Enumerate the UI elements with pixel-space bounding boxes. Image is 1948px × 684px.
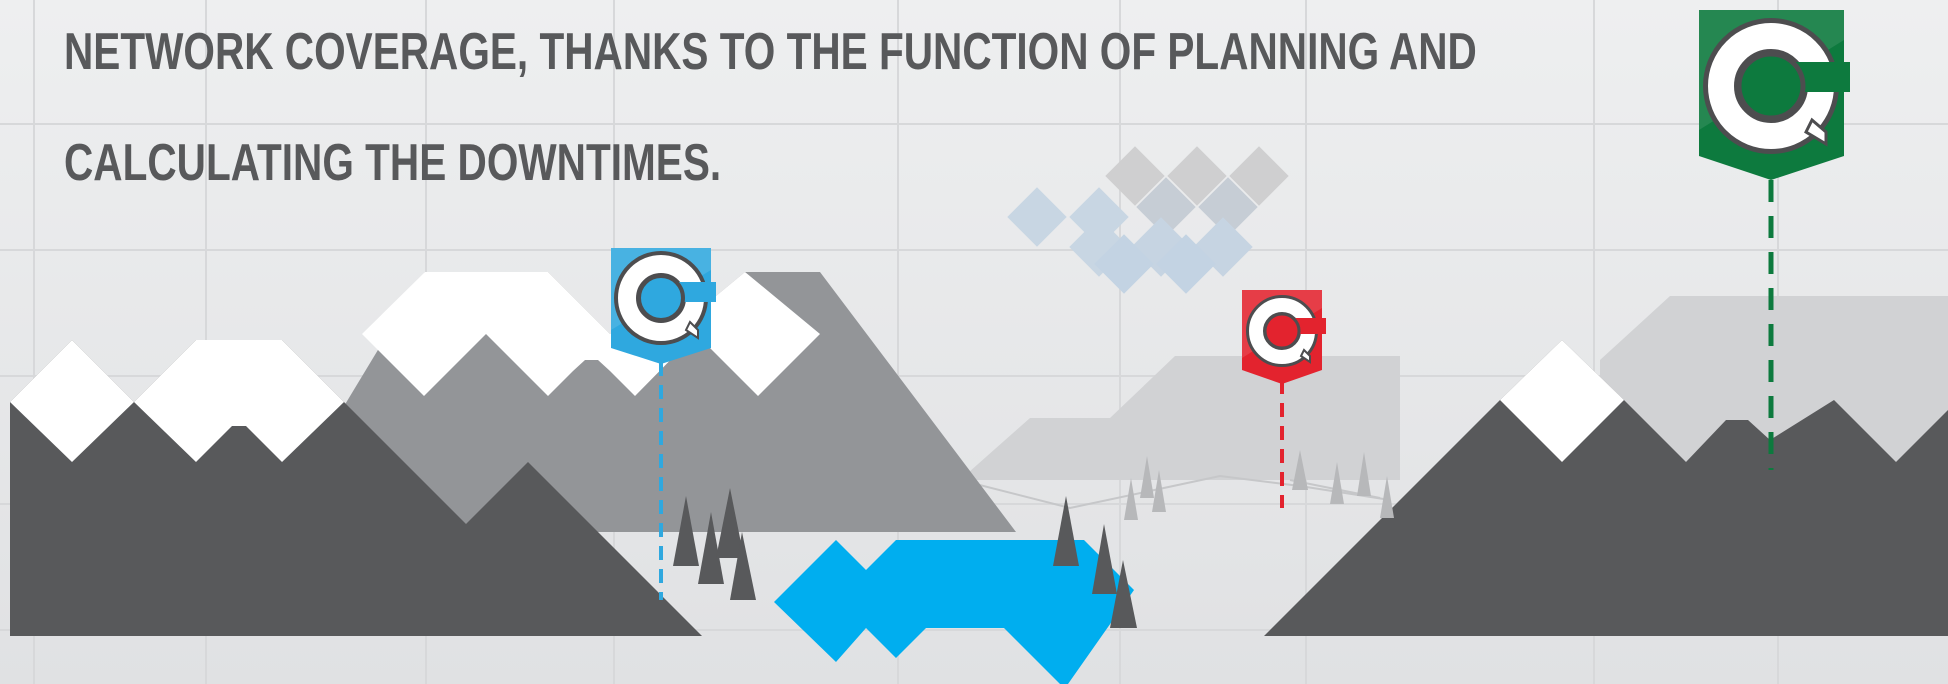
headline-line-1: NETWORK COVERAGE, THANKS TO THE FUNCTION… (64, 23, 1477, 81)
tree-icon (1330, 462, 1344, 504)
trees-center (1053, 496, 1137, 628)
logo-c-icon (614, 251, 716, 345)
lake (774, 540, 1134, 684)
right-mountains (1264, 340, 1948, 636)
trees-left (673, 488, 756, 600)
tree-icon (1357, 452, 1371, 496)
tree-icon (673, 496, 699, 566)
headline-line-2: CALCULATING THE DOWNTIMES. (64, 134, 722, 192)
tree-icon (1140, 456, 1154, 498)
tree-icon (716, 488, 744, 558)
tree-icon (1292, 450, 1308, 490)
left-mountains (10, 340, 702, 636)
tree-icon (698, 512, 724, 584)
tree-icon (1152, 470, 1166, 512)
tree-icon (1092, 524, 1117, 594)
tree-icon (730, 532, 756, 600)
trees-distant (1124, 450, 1394, 520)
logo-c-icon (1703, 18, 1850, 154)
green-marker[interactable] (1699, 10, 1850, 470)
tree-icon (1124, 478, 1138, 520)
red-marker[interactable] (1242, 290, 1326, 508)
diamond-cloud (1007, 146, 1289, 294)
middle-mountains (268, 272, 1016, 532)
tree-icon (1110, 560, 1137, 628)
blue-marker[interactable] (611, 248, 716, 600)
tree-icon (1380, 476, 1394, 518)
tree-icon (1053, 496, 1079, 566)
logo-c-icon (1246, 295, 1326, 367)
